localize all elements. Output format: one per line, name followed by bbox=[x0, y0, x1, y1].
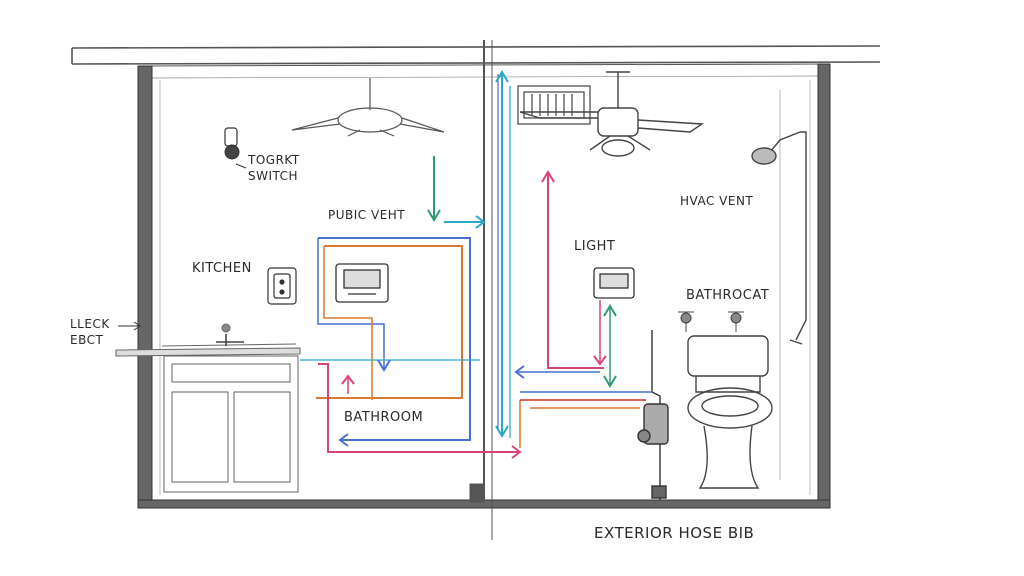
hvac-vent-label: HVAC VENT bbox=[680, 194, 754, 208]
showerhead-icon bbox=[751, 131, 807, 345]
toggle-switch-label: TOGRKT SWITCH bbox=[248, 152, 300, 184]
bath-faucets-icon bbox=[678, 311, 744, 332]
hvac-vent-grille-icon bbox=[517, 85, 591, 125]
left-lead-label-line1: LLECK bbox=[70, 317, 110, 331]
bathroom-lower-label: BATHROOM bbox=[344, 410, 424, 425]
duct-lines bbox=[300, 72, 652, 453]
left-lead-label-line2: EBCT bbox=[70, 333, 104, 347]
toilet-icon bbox=[687, 335, 773, 489]
toggle-switch-label-line2: SWITCH bbox=[248, 169, 299, 183]
kitchen-label: KITCHEN bbox=[192, 261, 252, 276]
toggle-switch-icon bbox=[224, 127, 247, 169]
inner-wall-lines bbox=[159, 80, 811, 495]
toggle-switch-label-line1: TOGRKT bbox=[248, 153, 300, 167]
exterior-hose-bib-label: EXTERIOR HOSE BIB bbox=[594, 524, 755, 542]
ceiling-fan-right bbox=[519, 71, 705, 157]
center-partition bbox=[469, 40, 493, 540]
ceiling-fan-left bbox=[291, 78, 445, 137]
thermostat-right-icon bbox=[593, 267, 635, 299]
exterior-walls bbox=[137, 63, 831, 509]
light-label: LIGHT bbox=[574, 239, 616, 254]
ceiling-beam bbox=[71, 45, 881, 79]
outlet-icon bbox=[267, 267, 297, 305]
public-vent-label: PUBIC VEHT bbox=[328, 208, 406, 222]
thermostat-left-icon bbox=[335, 263, 389, 303]
duct-arrowheads bbox=[338, 70, 617, 459]
bathroom-right-label: BATHROCAT bbox=[686, 288, 770, 303]
left-lead-label: LLECK EBCT bbox=[70, 316, 110, 348]
left-lead-pointer bbox=[118, 321, 141, 331]
hose-bib-valve-icon bbox=[637, 330, 669, 500]
kitchen-cabinet bbox=[115, 323, 301, 493]
